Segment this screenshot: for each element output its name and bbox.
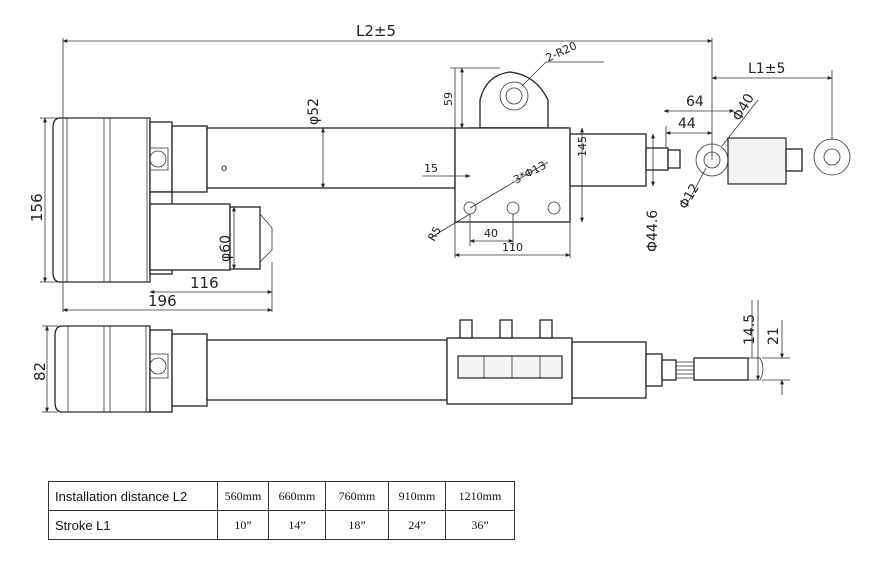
table-cell: 18” [325, 510, 389, 540]
motor-barrel [149, 203, 231, 271]
table-cell: 14” [268, 510, 326, 540]
table-cell: 760mm [325, 481, 389, 511]
dim-14-5: 14.5 [742, 314, 758, 345]
dim-phi44-6: Φ44.6 [645, 210, 661, 252]
spec-table: Installation distance L2 560mm 660mm 760… [48, 481, 515, 540]
dim-15: 15 [424, 162, 438, 175]
dim-phi52: φ52 [306, 98, 322, 125]
dim-phi40: Φ40 [730, 91, 758, 124]
side-inner-tube [571, 341, 647, 399]
dim-l1: L1±5 [748, 61, 785, 77]
clamp-block [454, 127, 571, 223]
top-view: o [52, 71, 851, 283]
table-cell: 36” [445, 510, 515, 540]
dim-44: 44 [678, 116, 696, 132]
dim-21: 21 [766, 327, 782, 345]
row-label-stroke: Stroke L1 [48, 510, 218, 540]
dim-phi60: φ60 [218, 235, 234, 262]
rear-clamp-bracket [479, 71, 549, 129]
dim-40: 40 [484, 227, 498, 240]
side-outer-tube [206, 339, 448, 401]
table-cell: 1210mm [445, 481, 515, 511]
outer-tube [206, 127, 456, 189]
motor-end-cap [52, 117, 151, 283]
side-view-dimensions: 82 14.5 21 [31, 300, 790, 413]
small-o-label: o [221, 163, 227, 174]
table-cell: 660mm [268, 481, 326, 511]
dim-2-r20: 2-R20 [544, 39, 579, 65]
table-row: Stroke L1 10” 14” 18” 24” 36” [48, 510, 515, 540]
dim-145: 145 [576, 136, 589, 157]
dim-64: 64 [686, 94, 704, 110]
top-view-dimensions: L2±5 L1±5 φ52 59 2-R20 145 64 44 Φ40 Φ12 [28, 22, 833, 312]
dim-r5: R5 [425, 224, 444, 243]
rear-clevis-eye [813, 138, 851, 176]
side-rod-end [693, 357, 749, 381]
dim-196: 196 [148, 292, 177, 310]
dim-l2: L2±5 [356, 22, 396, 40]
dim-phi12: Φ12 [676, 181, 702, 212]
table-row: Installation distance L2 560mm 660mm 760… [48, 481, 515, 511]
dim-110: 110 [502, 241, 523, 254]
side-view [54, 319, 764, 413]
table-cell: 24” [388, 510, 446, 540]
table-cell: 560mm [217, 481, 269, 511]
side-motor-cap [54, 325, 151, 413]
table-cell: 910mm [388, 481, 446, 511]
row-label-installation: Installation distance L2 [48, 481, 218, 511]
dim-82: 82 [31, 362, 49, 381]
dim-156: 156 [28, 193, 46, 222]
table-cell: 10” [217, 510, 269, 540]
dim-59: 59 [442, 92, 455, 106]
actuator-technical-drawing: o L2±5 L1±5 φ52 [28, 22, 851, 413]
gear-housing [149, 121, 173, 193]
dim-116: 116 [190, 274, 219, 292]
